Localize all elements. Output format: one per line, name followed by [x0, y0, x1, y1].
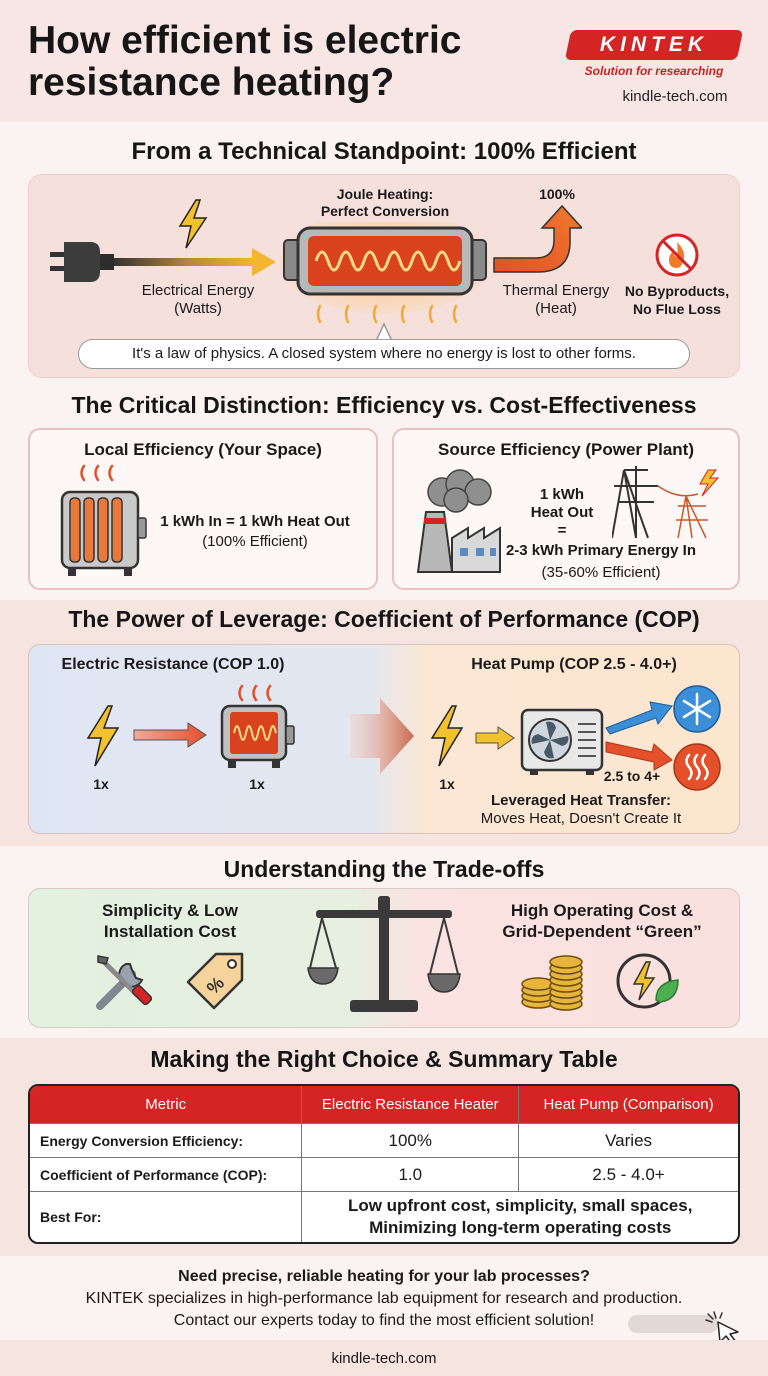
table-header: Metric	[30, 1086, 303, 1124]
resistance-input-multiplier: 1x	[93, 776, 109, 792]
heat-pump-unit-icon	[520, 708, 604, 775]
title-line-1: How efficient is electric	[28, 19, 462, 62]
heatpump-cop-heading: Heat Pump (COP 2.5 - 4.0+)	[471, 656, 677, 673]
green-energy-icon	[616, 953, 679, 1009]
best-for-cell: Low upfront cost, simplicity, small spac…	[347, 1196, 693, 1237]
balance-scale-icon	[307, 896, 461, 1012]
coins-icon	[521, 955, 583, 1011]
brand-logo: KINTEK	[599, 33, 709, 56]
table-row: Coefficient of Performance (COP): 1.0 2.…	[30, 1158, 738, 1192]
title-line-2: resistance heating?	[28, 61, 395, 104]
section-title-efficiency: From a Technical Standpoint: 100% Effici…	[131, 138, 637, 165]
leverage-caption: Leveraged Heat Transfer: Moves Heat, Doe…	[480, 792, 682, 827]
header-band	[0, 0, 768, 122]
radiator-icon	[60, 464, 147, 576]
table-cell: Energy Conversion Efficiency:	[30, 1124, 303, 1158]
electrical-energy-label: Electrical Energy (Watts)	[141, 282, 255, 317]
heatpump-input-multiplier: 1x	[439, 776, 455, 792]
table-header: Heat Pump (Comparison)	[519, 1086, 738, 1124]
simplicity-heading: Simplicity & Low Installation Cost	[101, 901, 239, 941]
page-title: How efficient is electric resistance hea…	[28, 20, 548, 104]
source-output-text: 1 kWh Heat Out =	[530, 486, 594, 539]
heating-arrow-icon	[605, 741, 673, 771]
source-input-text: 2-3 kWh Primary Energy In (35-60% Effici…	[505, 542, 697, 581]
power-plant-icon	[416, 469, 501, 573]
snowflake-icon	[673, 685, 721, 733]
cta-text-1: KINTEK specializes in high-performance l…	[85, 1290, 683, 1307]
section-title-tradeoffs: Understanding the Trade-offs	[223, 856, 545, 882]
price-tag-icon: %	[186, 952, 244, 1010]
table-row: Best For: Low upfront cost, simplicity, …	[30, 1192, 738, 1242]
heater-icon	[220, 684, 295, 768]
heat-waves-icon	[673, 743, 721, 791]
site-url-bottom[interactable]: kindle-tech.com	[331, 1350, 437, 1367]
contact-button[interactable]	[628, 1315, 718, 1333]
table-cell: Coefficient of Performance (COP):	[30, 1158, 303, 1192]
heatpump-output-multiplier: 2.5 to 4+	[603, 768, 661, 784]
footer-band	[0, 1340, 768, 1376]
table-cell: 1.0	[302, 1158, 520, 1192]
local-efficiency-heading: Local Efficiency (Your Space)	[84, 440, 322, 459]
plug-icon	[50, 242, 276, 282]
tools-icon	[96, 955, 153, 1010]
section-title-cop: The Power of Leverage: Coefficient of Pe…	[68, 606, 700, 632]
arrow-right-icon	[475, 726, 515, 750]
table-cell: 100%	[302, 1124, 520, 1158]
local-efficiency-text: 1 kWh In = 1 kWh Heat Out (100% Efficien…	[160, 513, 350, 550]
section-title-distinction: The Critical Distinction: Efficiency vs.…	[71, 392, 697, 418]
resistance-output-multiplier: 1x	[249, 776, 265, 792]
power-lines-icon	[612, 466, 720, 539]
thermal-arrow-icon	[493, 204, 582, 273]
cursor-click-icon	[705, 1311, 739, 1345]
operating-cost-heading: High Operating Cost & Grid-Dependent “Gr…	[502, 901, 702, 941]
cta-question: Need precise, reliable heating for your …	[178, 1268, 590, 1285]
arrow-right-icon	[133, 722, 207, 748]
joule-heating-label: Joule Heating: Perfect Conversion	[320, 186, 450, 219]
no-flame-icon	[655, 233, 699, 277]
lightning-icon	[178, 199, 208, 249]
table-row: Energy Conversion Efficiency: 100% Varie…	[30, 1124, 738, 1158]
site-url-top[interactable]: kindle-tech.com	[622, 88, 728, 105]
summary-table: Metric Electric Resistance Heater Heat P…	[28, 1084, 740, 1244]
lightning-icon	[430, 705, 464, 767]
brand-tagline: Solution for researching	[584, 64, 724, 78]
thermal-energy-label: Thermal Energy (Heat)	[502, 282, 610, 317]
heating-element-icon	[280, 222, 490, 324]
table-header: Electric Resistance Heater	[302, 1086, 520, 1124]
efficiency-percent: 100%	[539, 186, 575, 202]
source-efficiency-heading: Source Efficiency (Power Plant)	[437, 440, 694, 459]
no-byproducts-label: No Byproducts, No Flue Loss	[624, 283, 730, 317]
section-title-summary: Making the Right Choice & Summary Table	[150, 1046, 618, 1072]
resistance-cop-heading: Electric Resistance (COP 1.0)	[61, 656, 285, 673]
table-header-row: Metric Electric Resistance Heater Heat P…	[30, 1086, 738, 1124]
lightning-icon	[86, 705, 120, 767]
big-arrow-icon	[350, 698, 414, 774]
physics-callout: It's a law of physics. A closed system w…	[78, 339, 690, 369]
table-cell: Varies	[519, 1124, 738, 1158]
table-cell: 2.5 - 4.0+	[519, 1158, 738, 1192]
cooling-arrow-icon	[605, 701, 673, 735]
cta-text-2: Contact our experts today to find the mo…	[173, 1312, 595, 1329]
table-cell: Best For:	[30, 1192, 303, 1242]
